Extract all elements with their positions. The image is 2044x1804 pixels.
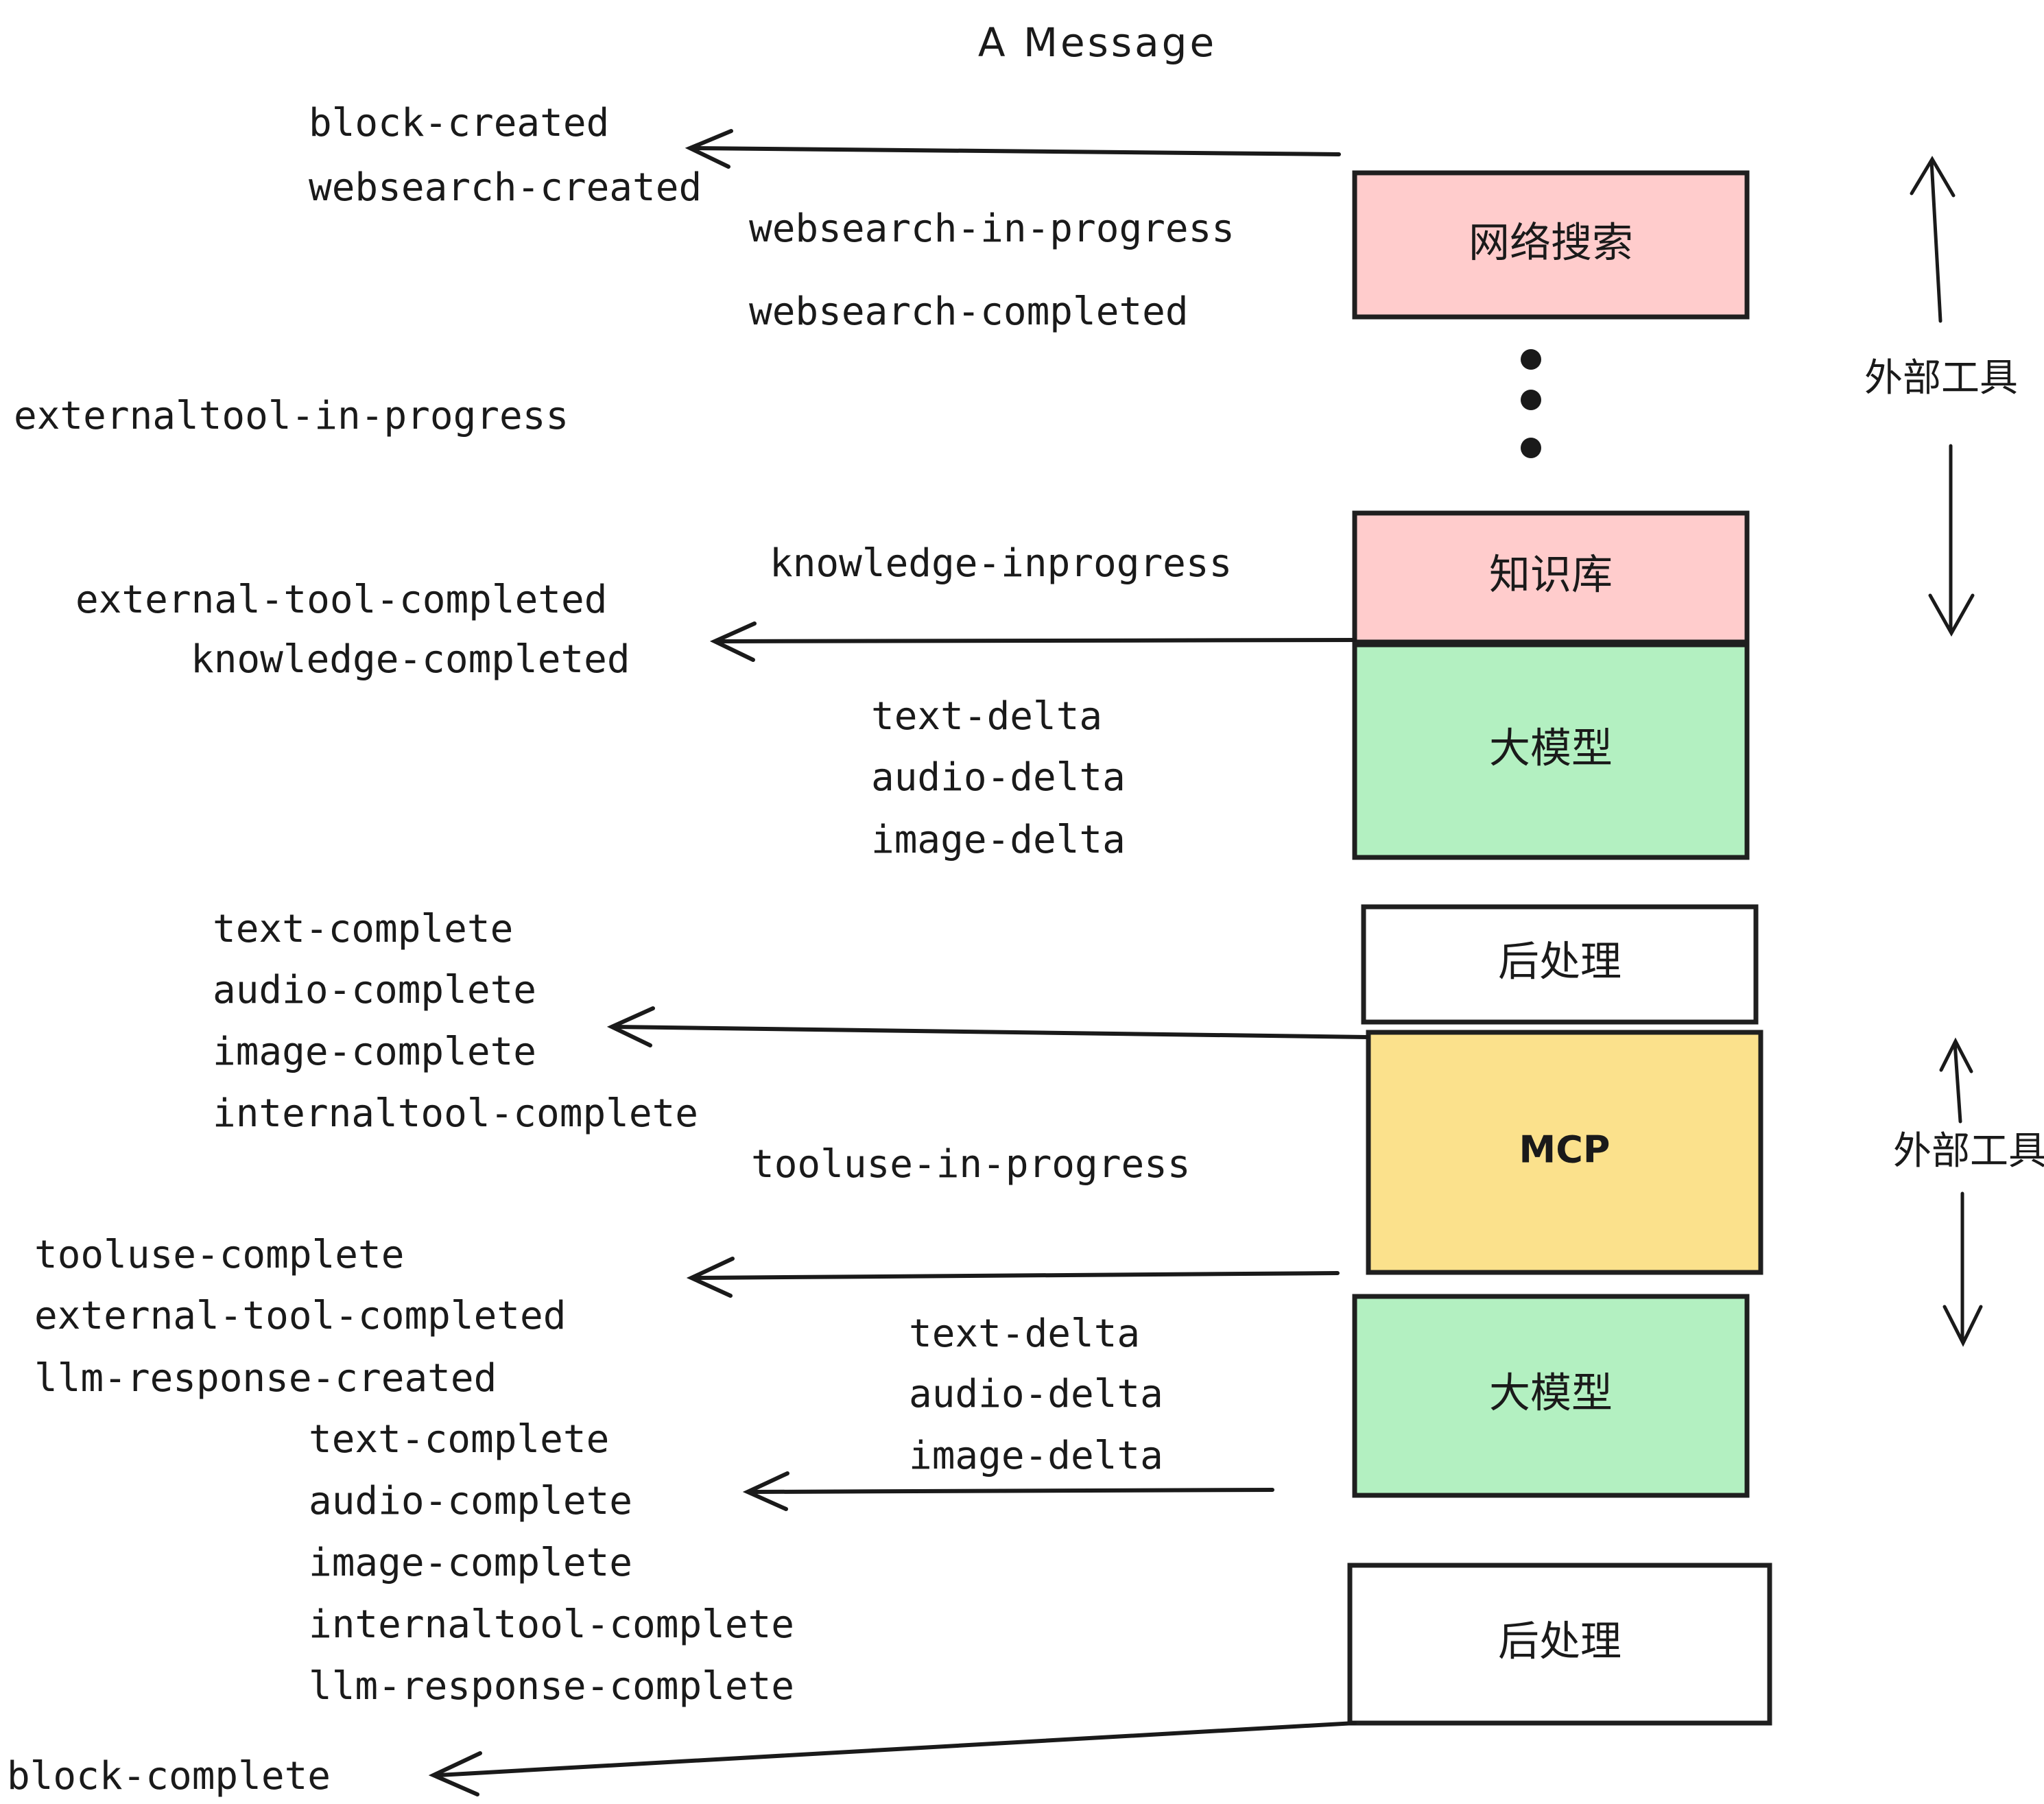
event-websearch-in-progress: websearch-in-progress — [749, 206, 1235, 251]
event-text-complete-1: text-complete — [213, 907, 513, 951]
external-tools-top-down-arrowhead — [1928, 593, 1975, 637]
event-internaltool-complete-1: internaltool-complete — [213, 1091, 698, 1136]
event-audio-delta-1: audio-delta — [871, 755, 1126, 800]
event-image-complete-1: image-complete — [213, 1030, 536, 1074]
external-tools-top-label: 外部工具 — [1864, 356, 2018, 401]
event-text-delta-1: text-delta — [871, 694, 1102, 739]
arrow-tooluse-complete-line — [694, 1271, 1340, 1280]
arrow-audio-complete-line — [750, 1488, 1274, 1494]
arrow-block-complete-line — [437, 1721, 1357, 1777]
event-knowledge-completed: knowledge-completed — [191, 637, 630, 682]
event-externaltool-in-progress: externaltool-in-progress — [14, 394, 569, 438]
arrow-knowledge-completed-head — [709, 621, 757, 662]
event-llm-response-complete: llm-response-complete — [309, 1664, 794, 1709]
event-llm-response-created: llm-response-created — [34, 1356, 497, 1401]
event-audio-complete-2: audio-complete — [309, 1479, 632, 1523]
event-internaltool-complete-2: internaltool-complete — [309, 1602, 794, 1647]
event-image-complete-2: image-complete — [309, 1541, 632, 1585]
box-postprocess-bottom — [1347, 1563, 1772, 1726]
box-mcp — [1366, 1030, 1763, 1275]
ellipsis-dot-2 — [1521, 390, 1541, 410]
arrow-image-complete-line — [614, 1025, 1369, 1039]
event-audio-complete-1: audio-complete — [213, 968, 536, 1012]
event-image-delta-2: image-delta — [909, 1434, 1163, 1478]
box-websearch-label: 网络搜索 — [1469, 219, 1633, 268]
external-tools-bottom-down-arrowhead — [1942, 1305, 1983, 1347]
arrow-websearch-created-head — [685, 129, 733, 169]
arrow-knowledge-completed-line — [717, 638, 1357, 643]
event-tooluse-complete: tooluse-complete — [34, 1233, 404, 1277]
event-websearch-completed: websearch-completed — [749, 289, 1189, 334]
box-mcp-label: MCP — [1519, 1128, 1611, 1172]
event-block-created: block-created — [309, 101, 609, 145]
box-postprocess-top-label: 后处理 — [1498, 938, 1621, 986]
external-tools-bottom-up-line — [1953, 1041, 1962, 1124]
arrow-block-complete-head — [428, 1751, 482, 1796]
box-llm-top — [1352, 642, 1750, 860]
external-tools-top-up-line — [1929, 159, 1942, 323]
event-websearch-created: websearch-created — [309, 165, 702, 210]
event-text-delta-2: text-delta — [909, 1312, 1140, 1356]
event-external-tool-completed-2: external-tool-completed — [34, 1294, 566, 1338]
external-tools-bottom-label: 外部工具 — [1893, 1129, 2044, 1174]
arrow-websearch-created-line — [692, 146, 1341, 156]
event-image-delta-1: image-delta — [871, 818, 1126, 862]
ellipsis-dot-1 — [1521, 349, 1541, 370]
box-llm-top-label: 大模型 — [1489, 725, 1613, 773]
diagram-title: A Message — [978, 19, 1217, 66]
box-websearch — [1352, 170, 1750, 320]
event-tooluse-in-progress: tooluse-in-progress — [751, 1142, 1191, 1187]
event-knowledge-inprogress: knowledge-inprogress — [770, 541, 1232, 586]
ellipsis-dot-3 — [1521, 438, 1541, 458]
event-text-complete-2: text-complete — [309, 1417, 609, 1462]
box-knowledge — [1352, 510, 1750, 645]
arrow-tooluse-complete-head — [686, 1257, 735, 1298]
event-block-complete: block-complete — [7, 1754, 331, 1799]
box-postprocess-top — [1361, 904, 1759, 1025]
box-llm-bottom-label: 大模型 — [1489, 1370, 1613, 1418]
external-tools-bottom-up-arrowhead — [1939, 1037, 1973, 1073]
event-external-tool-completed-1: external-tool-completed — [75, 578, 607, 622]
box-postprocess-bottom-label: 后处理 — [1498, 1618, 1621, 1666]
arrow-audio-complete-head — [742, 1471, 789, 1511]
box-llm-bottom — [1352, 1294, 1750, 1498]
arrow-image-complete-head — [606, 1006, 655, 1047]
event-audio-delta-2: audio-delta — [909, 1372, 1163, 1416]
box-knowledge-label: 知识库 — [1489, 551, 1613, 600]
external-tools-top-up-arrowhead — [1910, 156, 1956, 198]
